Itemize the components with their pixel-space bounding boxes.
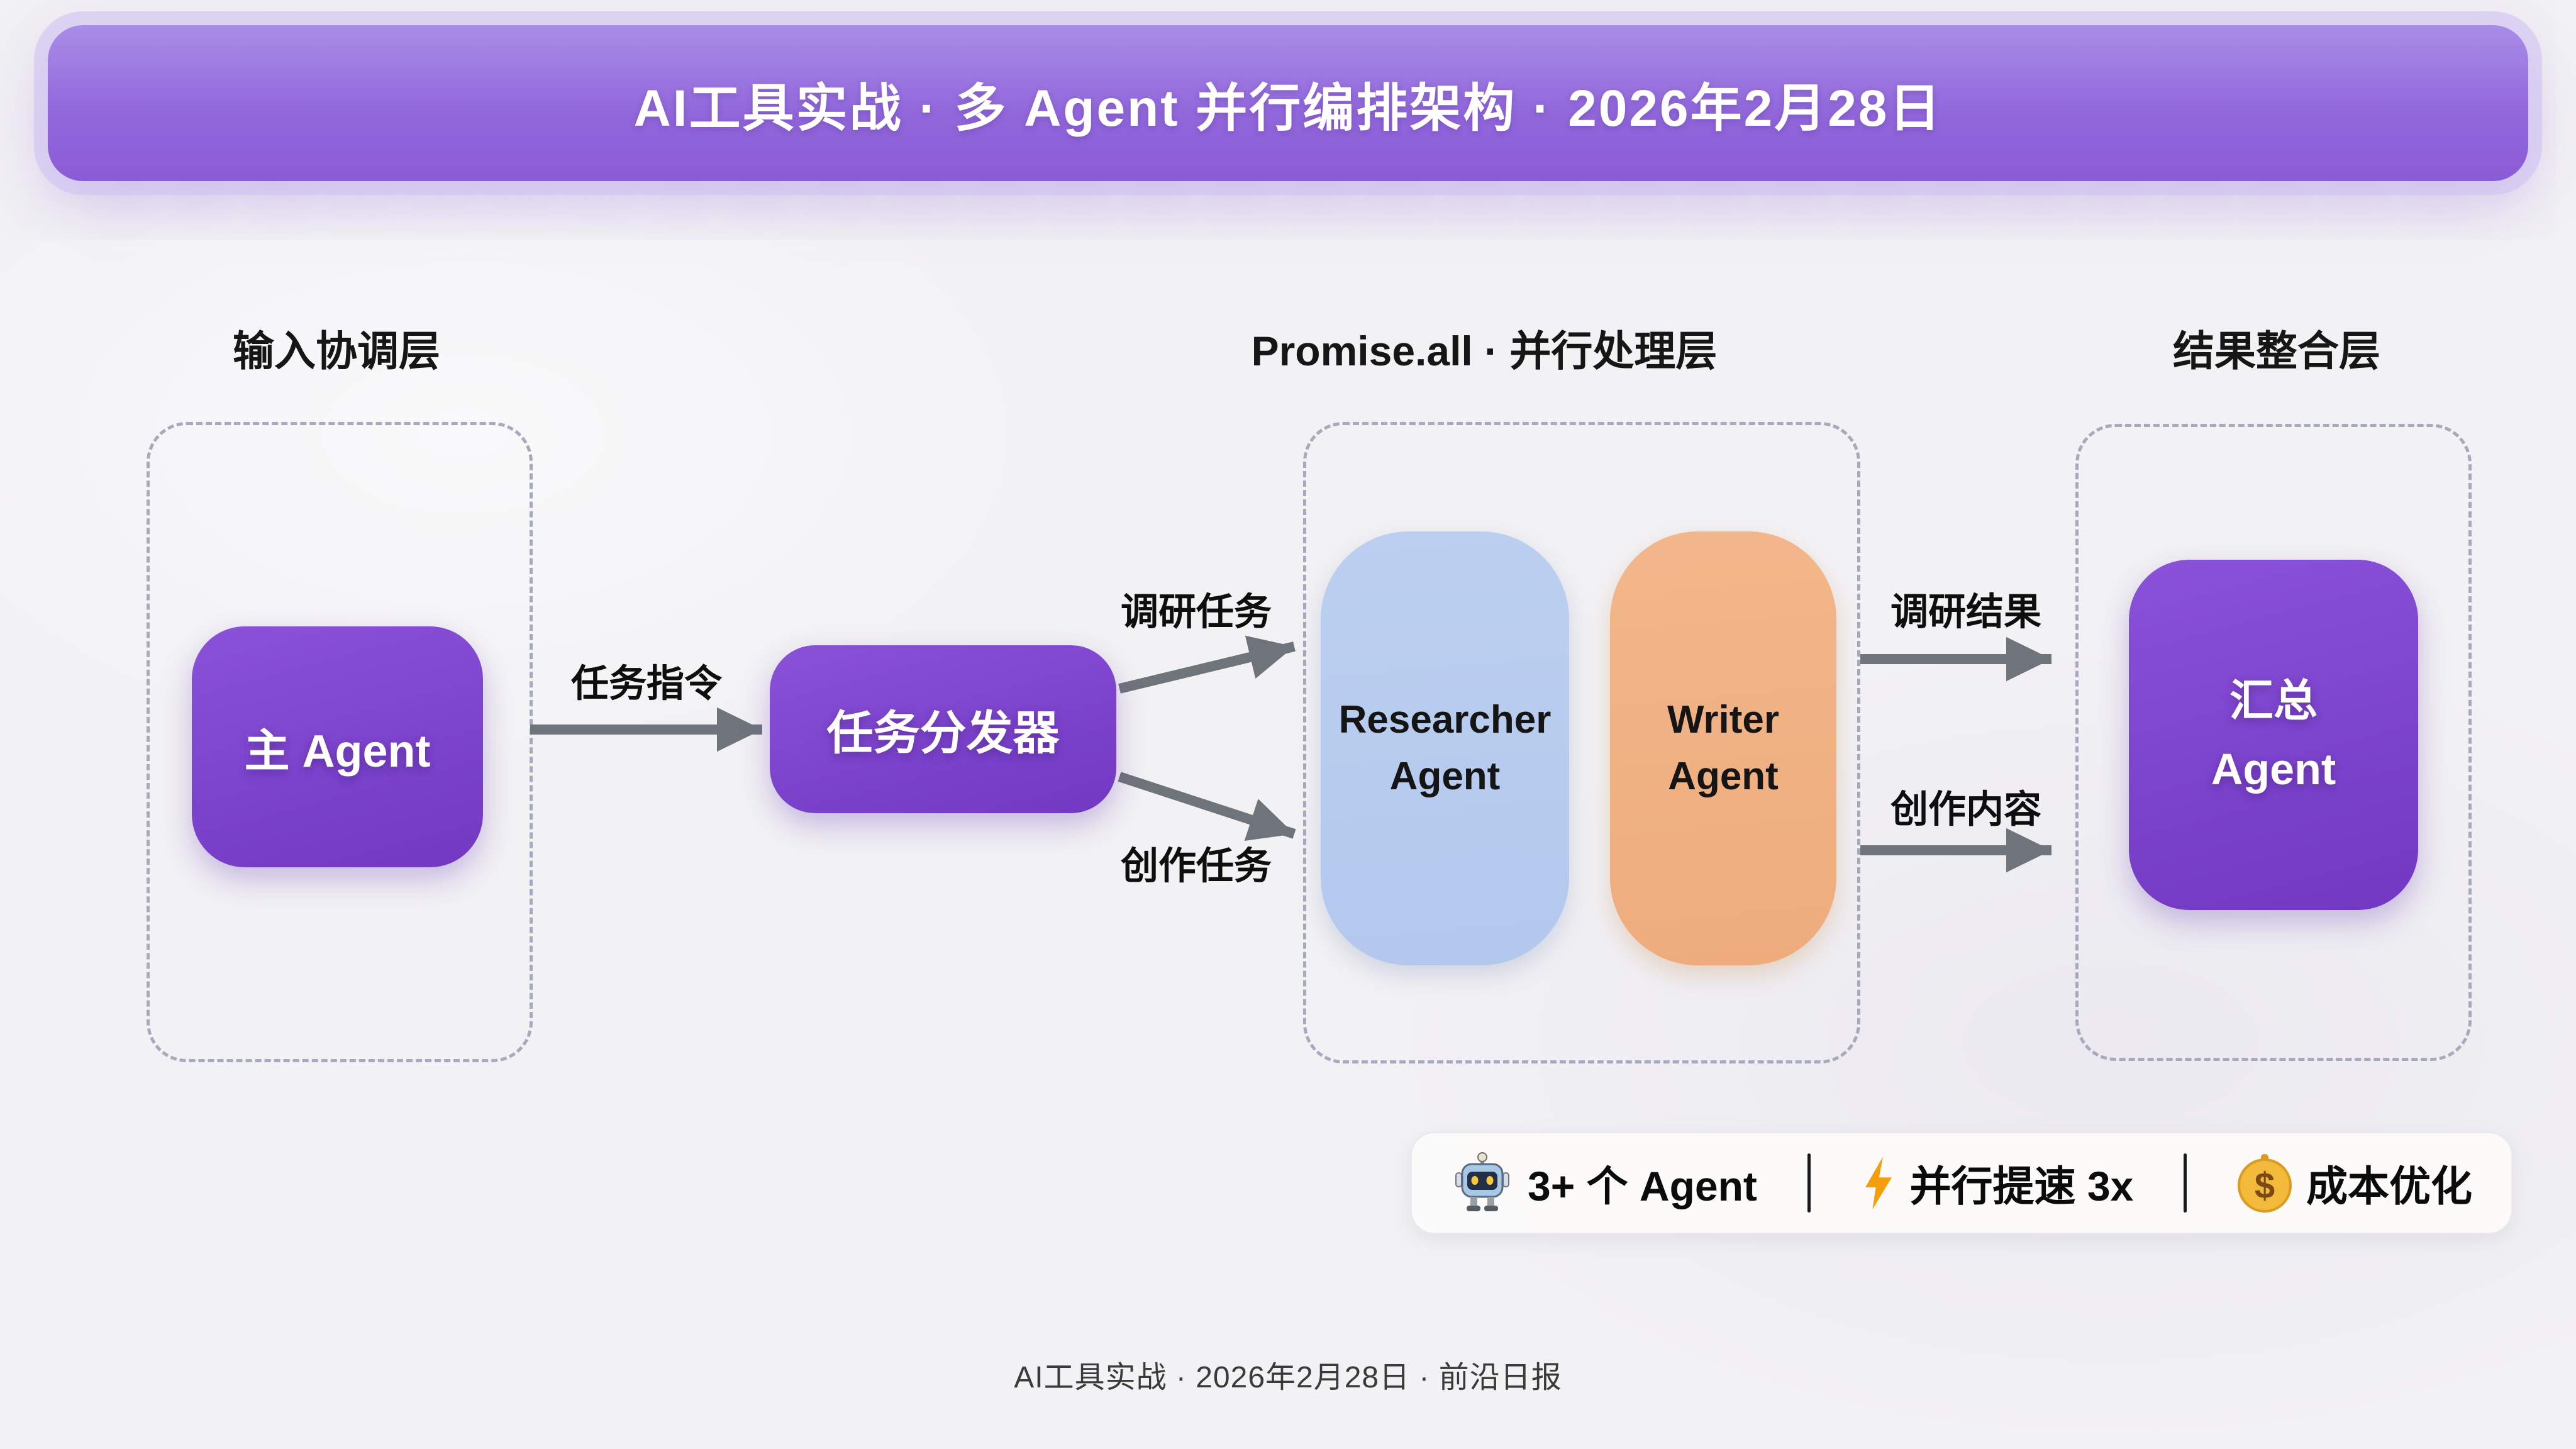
arrow-research-task — [1118, 635, 1296, 694]
footer-caption: AI工具实战 · 2026年2月28日 · 前沿日报 — [1014, 1361, 1562, 1394]
stat-speedup-label: 并行提速 3x — [1909, 1163, 2134, 1209]
layer-header-result: 结果整合层 — [2173, 328, 2380, 374]
result-layer-container — [2075, 424, 2472, 1061]
parallel-layer-container — [1303, 422, 1860, 1063]
svg-text:$: $ — [2255, 1165, 2275, 1206]
lightning-icon — [1861, 1153, 1896, 1213]
dollar-coin-icon: $ — [2237, 1153, 2292, 1213]
writer-agent-node: Writer Agent — [1610, 531, 1836, 965]
summary-label-line1: 汇总 — [2229, 676, 2318, 725]
summary-agent-node: 汇总 Agent — [2129, 560, 2418, 910]
edge-label-research-result: 调研结果 — [1890, 591, 2041, 633]
stats-separator — [1807, 1153, 1811, 1213]
layer-header-parallel: Promise.all · 并行处理层 — [1251, 328, 1718, 374]
edge-label-create-content: 创作内容 — [1890, 788, 2041, 831]
dispatcher-label: 任务分发器 — [826, 707, 1060, 759]
researcher-label-line2: Agent — [1389, 755, 1501, 798]
main-agent-node: 主 Agent — [192, 626, 483, 867]
edge-label-task-command: 任务指令 — [571, 662, 722, 705]
summary-label-line2: Agent — [2211, 744, 2336, 794]
writer-label-line1: Writer — [1667, 698, 1779, 742]
dispatcher-node: 任务分发器 — [770, 645, 1116, 813]
researcher-agent-node: Researcher Agent — [1321, 531, 1569, 965]
writer-label-line2: Agent — [1668, 755, 1779, 798]
stat-agent-count-label: 3+ 个 Agent — [1528, 1163, 1757, 1209]
input-layer-container — [147, 422, 533, 1062]
stat-cost-label: 成本优化 — [2306, 1163, 2472, 1209]
researcher-label-line1: Researcher — [1338, 698, 1552, 742]
main-agent-label: 主 Agent — [244, 726, 431, 777]
edge-label-create-task: 创作任务 — [1121, 845, 1272, 887]
stat-cost: $ 成本优化 — [2237, 1153, 2472, 1213]
stat-speedup: 并行提速 3x — [1861, 1153, 2134, 1213]
title-banner: AI工具实战 · 多 Agent 并行编排架构 · 2026年2月28日 — [48, 25, 2528, 181]
stats-separator — [2184, 1153, 2187, 1213]
layer-header-input: 输入协调层 — [233, 328, 440, 374]
edge-label-research-task: 调研任务 — [1121, 591, 1272, 633]
stat-agent-count: 3+ 个 Agent — [1451, 1152, 1757, 1214]
stats-bar: 3+ 个 Agent 并行提速 3x $ 成本优化 — [1411, 1132, 2512, 1234]
arrow-create-task — [1118, 772, 1296, 841]
robot-icon — [1451, 1152, 1514, 1214]
page-title: AI工具实战 · 多 Agent 并行编排架构 · 2026年2月28日 — [633, 79, 1943, 137]
